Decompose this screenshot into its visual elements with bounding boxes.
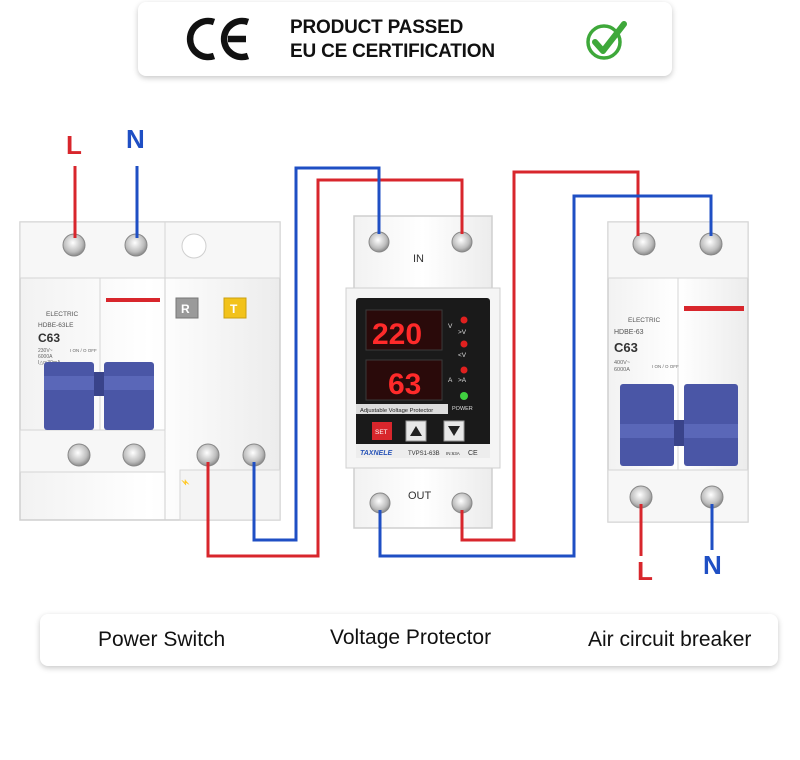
ab-screw-top-left	[632, 232, 656, 256]
ab-model: HDBE-63	[614, 329, 644, 336]
up-arrow-icon	[410, 426, 422, 436]
device-labels-box: Power Switch Voltage Protector Air circu…	[40, 614, 778, 666]
label-voltage-protector: Voltage Protector	[330, 626, 492, 649]
vp-out-label: OUT	[408, 490, 432, 502]
svg-text:⚡: ⚡	[181, 478, 190, 487]
cert-line-2: EU CE CERTIFICATION	[290, 41, 495, 62]
ps-spec2: 6000A	[38, 354, 53, 360]
cert-line-1: PRODUCT PASSED	[290, 17, 464, 38]
vp-voltage-reading: 220	[372, 318, 422, 351]
vp-brand: TAXNELE	[360, 450, 392, 457]
vp-ind-over-v: >V	[458, 329, 467, 336]
air-breaker: ELECTRIC HDBE-63 C63 400V~ 6000A I ON / …	[607, 221, 749, 523]
indicator-window	[181, 233, 207, 259]
set-button[interactable]	[372, 422, 392, 440]
ps-handle-right	[104, 362, 154, 430]
set-button-label: SET	[375, 429, 388, 436]
test-key-label: T	[230, 302, 238, 316]
vp-in-label: IN	[413, 253, 424, 265]
certification-text: PRODUCT PASSED EU CE CERTIFICATION	[290, 16, 550, 64]
ps-spec1: 230V~	[38, 348, 53, 354]
vp-model-extra: IN:63A	[446, 451, 460, 456]
vp-ind-power: POWER	[452, 406, 473, 412]
led-over-voltage	[460, 316, 468, 324]
ps-brand: ELECTRIC	[46, 311, 78, 318]
label-power-switch: Power Switch	[98, 628, 226, 651]
ab-brand: ELECTRIC	[628, 317, 660, 324]
power-switch: ELECTRIC HDBE-63LE C63 230V~ 6000A I△n:3…	[19, 221, 281, 521]
wire-ps-to-vp-live	[206, 178, 464, 558]
ab-rating: C63	[614, 340, 638, 355]
ab-spec1: 400V~	[614, 360, 630, 366]
led-power	[460, 392, 468, 400]
ps-model: HDBE-63LE	[38, 322, 74, 329]
vp-ind-amp: >A	[458, 377, 467, 384]
label-input-neutral: N	[126, 124, 145, 154]
label-air-breaker: Air circuit breaker	[588, 628, 752, 651]
label-output-live: L	[637, 556, 653, 586]
ps-handle-left	[44, 362, 94, 430]
vp-ind-under-v: <V	[458, 352, 467, 359]
wire-vp-to-ab-live	[460, 170, 640, 542]
ce-mark-icon	[186, 16, 252, 67]
ab-onoff: I ON / O OFF	[652, 364, 679, 369]
vp-current-reading: 63	[388, 368, 421, 401]
vp-voltage-display	[365, 309, 443, 351]
vp-screw-in-right	[451, 231, 473, 253]
vp-subtitle-strip	[356, 404, 448, 414]
reset-button	[175, 297, 199, 319]
vp-screw-in-left	[368, 231, 390, 253]
ps-onoff: I ON / O OFF	[70, 348, 97, 353]
ab-spec2: 6000A	[614, 367, 630, 373]
led-over-current	[460, 366, 468, 374]
label-input-live: L	[66, 130, 82, 160]
wire-vp-to-ab-neutral	[378, 194, 713, 558]
ab-screw-top-right	[699, 232, 723, 256]
vp-model: TVPS1-63B	[408, 451, 440, 457]
ab-red-stripe	[684, 306, 744, 311]
reset-key-label: R	[181, 302, 190, 316]
test-button	[223, 297, 247, 319]
checkmark-icon	[584, 18, 630, 69]
down-arrow-icon	[448, 426, 460, 436]
led-under-voltage	[460, 340, 468, 348]
vp-current-display	[365, 359, 443, 401]
ps-rating: C63	[38, 331, 60, 345]
vp-v-unit-1: V	[448, 323, 453, 330]
ps-red-stripe	[106, 298, 160, 302]
label-output-neutral: N	[703, 550, 722, 580]
vp-subtitle: Adjustable Voltage Protector	[360, 408, 433, 414]
vp-a-unit: A	[448, 377, 453, 384]
certification-box: PRODUCT PASSED EU CE CERTIFICATION	[138, 2, 672, 76]
vp-ce: CE	[468, 450, 478, 457]
wires	[73, 166, 714, 558]
ps-screw-bottom-right	[122, 443, 146, 467]
voltage-protector: IN OUT 220 63 V >V <V A >A POWER Adjusta…	[345, 215, 501, 529]
ps-screw-bottom-left	[67, 443, 91, 467]
wire-ps-to-vp-neutral	[252, 166, 381, 542]
